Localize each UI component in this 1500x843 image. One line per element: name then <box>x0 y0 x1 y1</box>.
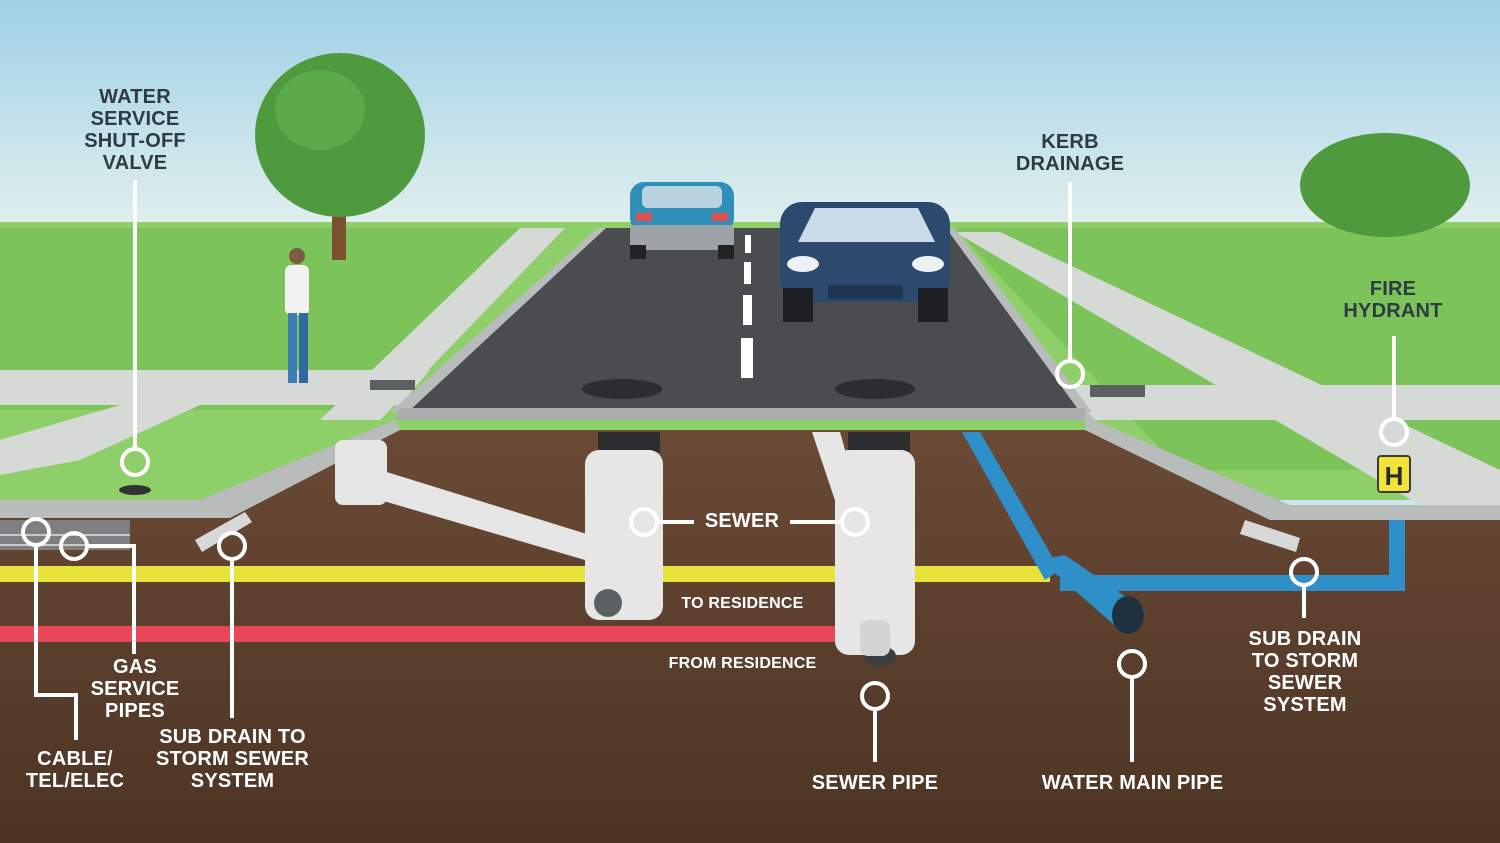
electric-pipe <box>0 626 840 642</box>
kerb-slab-right <box>1085 410 1500 520</box>
sewer-manhole-left <box>585 432 663 620</box>
label-water-main-pipe: WATER MAIN PIPE <box>1041 772 1224 794</box>
crosswalk-left <box>0 370 430 405</box>
car-teal <box>630 182 734 259</box>
lane-markings <box>741 235 753 378</box>
label-fire-hydrant: FIRE HYDRANT <box>1343 278 1443 322</box>
sky <box>0 0 1500 240</box>
sewer-manhole-right <box>812 432 915 666</box>
car-navy <box>780 202 950 322</box>
gas-pipe <box>0 566 1050 582</box>
kerb-right <box>946 228 1092 412</box>
label-sub-drain-left: SUB DRAIN TO STORM SEWER SYSTEM <box>156 726 309 792</box>
label-sewer: SEWER <box>704 510 780 532</box>
hedge <box>1300 133 1470 237</box>
sidewalk-right <box>955 232 1500 505</box>
catch-basin <box>335 440 590 560</box>
callouts <box>21 180 1409 762</box>
sub-drain-right <box>1240 520 1300 552</box>
tree <box>255 53 425 260</box>
label-sewer-pipe: SEWER PIPE <box>811 772 939 794</box>
drain-grate <box>370 380 415 390</box>
fire-hydrant-sign <box>1377 455 1411 493</box>
label-water-valve: WATER SERVICE SHUT-OFF VALVE <box>84 86 186 174</box>
drain-grate <box>1090 385 1145 397</box>
water-valve-cover <box>119 485 151 495</box>
pedestrian <box>285 248 309 383</box>
kerb-slab-left <box>0 420 400 518</box>
manhole-cover <box>835 379 915 399</box>
road-slab <box>395 408 1090 420</box>
label-kerb-drainage: KERB DRAINAGE <box>1015 131 1125 175</box>
label-from-residence: FROM RESIDENCE <box>668 655 817 672</box>
label-gas-service-pipes: GAS SERVICE PIPES <box>90 656 180 722</box>
manhole-cover <box>582 379 662 399</box>
water-main-pipe <box>962 432 1405 634</box>
sub-drain-left <box>195 512 252 552</box>
fire-hydrant-letter: H <box>1385 461 1404 491</box>
label-sub-drain-right: SUB DRAIN TO STORM SEWER SYSTEM <box>1248 628 1362 716</box>
label-to-residence: TO RESIDENCE <box>681 595 804 612</box>
sidewalk-left-lower <box>0 405 200 475</box>
label-cable-tel-elec: CABLE/ TEL/ELEC <box>25 748 125 792</box>
kerb-left <box>390 228 606 412</box>
crosswalk-right <box>1060 385 1500 420</box>
